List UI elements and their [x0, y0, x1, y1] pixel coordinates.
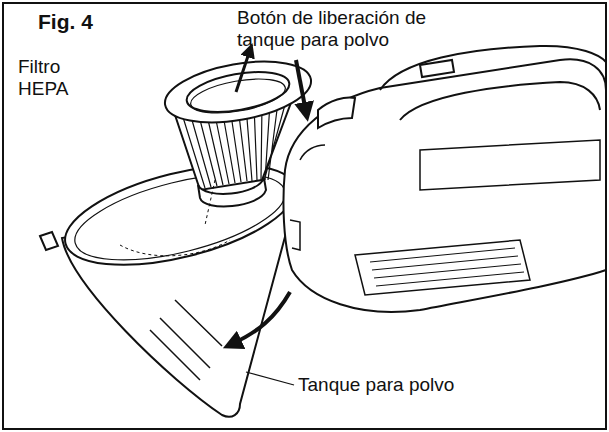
part-label: Botón de liberación de tanque para polvo	[237, 7, 477, 51]
part-label: Filtro HEPA	[18, 56, 100, 100]
detach-arrow	[232, 292, 290, 344]
leader-line	[246, 372, 294, 385]
figure-title: Fig. 4	[38, 10, 93, 34]
press-arrow	[296, 60, 306, 112]
axis-line	[205, 180, 215, 225]
part-label: Tanque para polvo	[298, 374, 454, 396]
vacuum-body	[283, 46, 606, 312]
lift-arrow	[236, 50, 250, 92]
frame	[3, 3, 606, 429]
dust-tank	[40, 146, 305, 417]
